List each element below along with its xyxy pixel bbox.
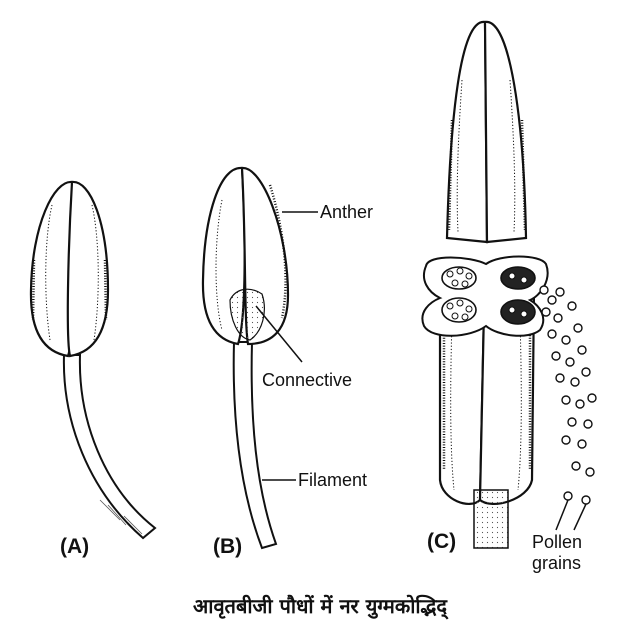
panel-label-c: (C) — [427, 530, 456, 553]
panel-label-b: (B) — [213, 535, 242, 558]
pollen-pointer-2 — [573, 503, 587, 531]
stamen-b: Anther Connective Filament (B) — [201, 166, 373, 558]
anther-b — [201, 166, 290, 346]
anther-upper-half — [445, 20, 528, 244]
pollen-grains — [539, 285, 597, 505]
filament-a — [62, 354, 157, 540]
anther-cross-section: Pollen grains (C) — [421, 20, 597, 573]
anther-section-face — [421, 255, 549, 337]
pollen-pointer-1 — [555, 499, 569, 531]
anther-label: Anther — [320, 202, 373, 222]
filament-b — [232, 341, 278, 550]
figure-caption: आवृतबीजी पौधों में नर युग्मकोद्भिद् — [193, 594, 447, 618]
connective-pointer — [255, 305, 303, 363]
anther-a — [29, 180, 110, 358]
pollen-label-line1: Pollen — [532, 532, 582, 552]
filament-label: Filament — [298, 470, 367, 490]
panel-label-a: (A) — [60, 535, 89, 558]
connective-b — [229, 288, 265, 341]
pollen-label-line2: grains — [532, 553, 581, 573]
stamen-a: (A) — [29, 180, 157, 558]
connective-label: Connective — [262, 370, 352, 390]
anther-lower-half — [438, 288, 536, 549]
